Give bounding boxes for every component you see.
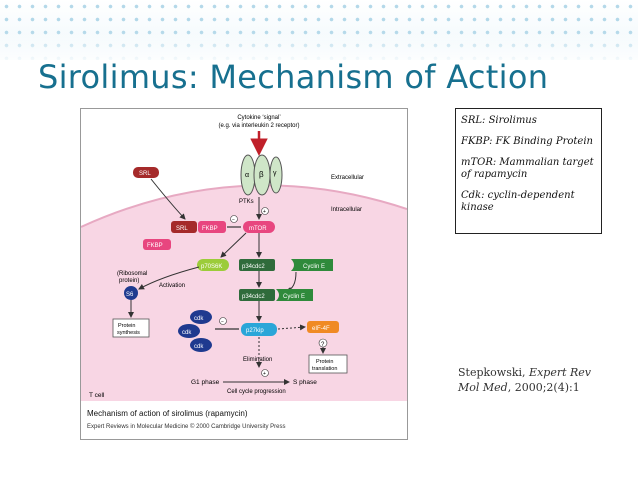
- cycline-free: [291, 259, 333, 271]
- legend-item-fkbp: FKBP: FK Binding Protein: [461, 136, 593, 147]
- figure-credit: Expert Reviews in Molecular Medicine © 2…: [87, 424, 286, 430]
- cdk-node-2: [178, 324, 200, 338]
- receptor-beta-label: β: [259, 170, 264, 179]
- plus-sign-1: [261, 207, 269, 215]
- intracellular-label: Intracellular: [331, 207, 362, 213]
- srl-molecule-complex: [171, 221, 197, 233]
- legend-item-cdk: Cdk: cyclin-dependent kinase: [461, 190, 575, 213]
- signal-label-1: Cytokine ‘signal’: [237, 115, 280, 121]
- srl-arrow: [150, 178, 186, 220]
- protsyn-label-1: Protein: [118, 323, 135, 329]
- legend-item-mtor: mTOR: Mammalian target of rapamycin: [461, 157, 594, 180]
- svg-text:−: −: [221, 319, 224, 325]
- srl-label-top: SRL: [139, 171, 151, 177]
- g1-phase-label: G1 phase: [191, 379, 220, 386]
- prottrans-label-1: Protein: [316, 359, 333, 365]
- svg-text:−: −: [232, 217, 235, 223]
- citation-journal: Expert Rev Mol Med: [458, 366, 592, 394]
- cdk-node-1: [190, 310, 212, 324]
- cycline-label-complex: Cyclin E: [283, 294, 305, 300]
- cycline-complex: [276, 289, 313, 301]
- p70s6k-node: [197, 259, 229, 271]
- p27kip-node: [241, 323, 277, 336]
- mtor-label: mTOR: [249, 226, 267, 232]
- receptor-gamma-label: γ: [273, 170, 277, 177]
- svg-text:+: +: [263, 209, 266, 215]
- mtor-node: [243, 221, 275, 233]
- mtor-to-p70-arrow: [220, 232, 247, 258]
- legend-item-srl: SRL: Sirolimus: [461, 115, 537, 126]
- fkbp-free: [143, 239, 171, 250]
- p70s6k-label: p70S6K: [201, 264, 222, 270]
- ribosomal-label-2: protein): [119, 278, 139, 284]
- minus-sign-2: [219, 317, 227, 325]
- eif4f-node: [307, 321, 339, 333]
- srl-molecule-top: [133, 167, 159, 178]
- slide-title: Sirolimus: Mechanism of Action: [38, 58, 549, 96]
- pathway-diagram: Cytokine ‘signal’ (e.g. via interleukin …: [81, 115, 407, 401]
- protsyn-label-2: synthesis: [117, 330, 140, 336]
- svg-text:?: ?: [321, 342, 325, 348]
- header-fade: [0, 30, 638, 65]
- p34cdc2-complex: [239, 289, 275, 301]
- protein-synthesis-box: [112, 318, 150, 338]
- s6-label: S6: [126, 292, 134, 298]
- fkbp-complex: [198, 221, 226, 233]
- fkbp-label-complex: FKBP: [202, 226, 218, 232]
- mechanism-figure: Cytokine ‘signal’ (e.g. via interleukin …: [80, 108, 408, 440]
- svg-text:cdk: cdk: [182, 330, 192, 336]
- receptor-alpha-label: α: [245, 172, 249, 179]
- progression-label: Cell cycle progression: [227, 389, 286, 395]
- minus-sign-1: [230, 215, 238, 223]
- p34cdc2-top: [239, 259, 275, 271]
- s6-node: [124, 286, 138, 300]
- p34cdc2-label-complex: p34cdc2: [242, 294, 265, 300]
- fkbp-label-free: FKBP: [147, 243, 163, 249]
- protein-translation-box: [308, 354, 348, 374]
- elimination-label: Elimination: [243, 357, 272, 363]
- receptor-gamma: [269, 156, 283, 194]
- ptks-label: PTKs: [239, 199, 254, 205]
- s-phase-label: S phase: [293, 379, 317, 386]
- figure-caption: Mechanism of action of sirolimus (rapamy…: [87, 409, 248, 418]
- citation: Stepkowski, Expert Rev Mol Med, 2000;2(4…: [458, 365, 608, 395]
- tcell-label: T cell: [89, 392, 105, 399]
- abbreviation-legend: SRL: Sirolimus FKBP: FK Binding Protein …: [455, 108, 602, 234]
- cycline-label-free: Cyclin E: [303, 264, 325, 270]
- p27-to-eif-arrow: [277, 324, 306, 331]
- p70-to-s6-arrow: [138, 266, 200, 290]
- extracellular-label: Extracellular: [331, 175, 364, 181]
- svg-text:+: +: [263, 371, 266, 377]
- citation-author: Stepkowski,: [458, 366, 530, 379]
- activation-label: Activation: [159, 283, 185, 289]
- ribosomal-label-1: (Ribosomal: [117, 271, 147, 277]
- svg-text:cdk: cdk: [194, 344, 204, 350]
- signal-label-2: (e.g. via interleukin 2 receptor): [218, 123, 299, 129]
- cdk-node-3: [190, 338, 212, 352]
- plus-sign-2: [261, 369, 269, 377]
- eif4f-label: eIF-4F: [312, 326, 330, 332]
- prottrans-label-2: translation: [312, 366, 337, 372]
- citation-details: , 2000;2(4):1: [507, 381, 580, 394]
- srl-label-complex: SRL: [176, 226, 188, 232]
- p34cdc2-label-top: p34cdc2: [242, 264, 265, 270]
- p27kip-label: p27kip: [246, 328, 264, 334]
- svg-text:cdk: cdk: [194, 316, 204, 322]
